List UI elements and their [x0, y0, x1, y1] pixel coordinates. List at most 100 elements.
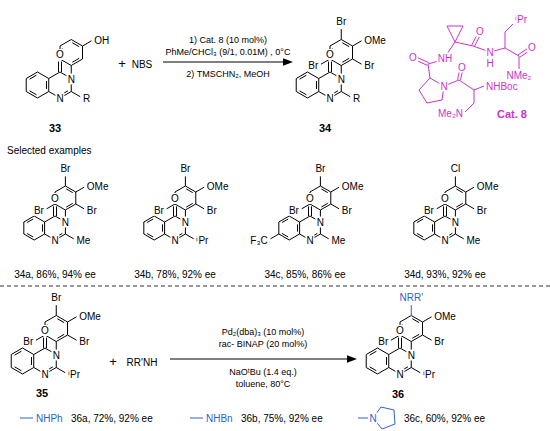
atom-label: N: [407, 349, 416, 360]
catalyst-atom: O: [457, 62, 467, 73]
atom-label: OMe: [433, 310, 457, 321]
catalyst-atom: O: [408, 52, 418, 63]
bond-line: [398, 338, 399, 348]
bond-line: [307, 72, 318, 79]
arrow-head: [283, 58, 293, 65]
bond-line: [154, 216, 164, 222]
bond-line: [278, 222, 279, 234]
atom-label: O: [325, 49, 335, 60]
bond-line: [377, 368, 388, 375]
bond-line: [56, 316, 67, 323]
bond-line: [434, 222, 435, 234]
atom-label: Br: [307, 60, 319, 71]
bond-line: [353, 59, 362, 64]
atom-label: O: [305, 193, 315, 204]
bond-line: [505, 48, 519, 56]
bond-line: [455, 186, 465, 192]
yield-caption: 36b, 75%, 92% ee: [240, 413, 324, 424]
yield-caption: 34b, 78%, 92% ee: [133, 269, 217, 280]
plus-sign: +: [117, 57, 127, 71]
atom-label: OMe: [206, 181, 230, 192]
bond-line: [342, 43, 349, 47]
bond-line: [26, 92, 37, 99]
bond-line: [401, 338, 402, 348]
bond-line: [48, 79, 49, 92]
divider-line: [0, 286, 550, 287]
bond-line: [165, 216, 175, 222]
bond-line: [456, 189, 462, 193]
bond-line: [72, 43, 79, 47]
bond-line: [279, 234, 289, 240]
bond-line: [341, 92, 350, 97]
bond-line: [455, 42, 473, 46]
bond-line: [147, 233, 153, 237]
atom-label: Br: [335, 16, 347, 27]
bond-line: [143, 222, 144, 234]
bond-line: [321, 203, 327, 207]
atom-label: Br: [377, 336, 389, 347]
bond-line: [144, 216, 154, 222]
bond-line: [331, 62, 332, 72]
yield-caption: 36c, 60%, 92% ee: [403, 413, 486, 424]
bond-line: [366, 355, 367, 368]
atom-label: N: [337, 73, 346, 84]
atom-label: OMe: [86, 181, 110, 192]
bond-line: [186, 189, 192, 193]
bond-line: [185, 186, 195, 192]
bond-line: [27, 233, 33, 237]
bond-line: [423, 335, 432, 340]
bond-line: [310, 186, 320, 192]
compound-number: 36: [391, 388, 405, 400]
bond-line: [412, 319, 419, 323]
bond-line: [66, 203, 72, 207]
atom-label: N: [50, 235, 59, 246]
bond-line: [328, 62, 329, 72]
condition-text: 2) TMSCHN₂, MeOH: [185, 70, 270, 80]
bond-line: [318, 79, 319, 92]
bond-line: [61, 62, 62, 72]
bond-line: [31, 357, 32, 365]
bond-line: [474, 90, 475, 103]
bond-line: [27, 219, 33, 223]
bond-line: [414, 216, 424, 222]
bond-line: [320, 234, 328, 239]
reaction-arrow: [163, 61, 286, 62]
bond-line: [411, 368, 420, 373]
bond-line: [186, 203, 192, 207]
compound-number: 33: [48, 122, 62, 134]
bond-line: [83, 41, 92, 46]
yield-caption: 34a, 86%, 94% ee: [13, 269, 97, 280]
bond-line: [34, 234, 44, 240]
catalyst-name: Cat. 8: [496, 108, 528, 120]
bond-line: [472, 35, 477, 45]
bond-line: [455, 204, 465, 210]
bond-line: [366, 368, 377, 375]
reaction-arrow: [170, 358, 350, 359]
atom-label: OH: [93, 34, 110, 45]
bond-line: [30, 75, 37, 79]
bond-line: [173, 206, 174, 216]
amine-group: NHPh: [35, 413, 64, 424]
bond-line: [23, 222, 24, 234]
bond-line: [164, 222, 165, 234]
bond-line: [358, 418, 368, 419]
bond-line: [195, 192, 196, 204]
bond-line: [366, 348, 377, 355]
bond-line: [22, 348, 33, 355]
atom-label: ⁱPr: [422, 368, 436, 379]
bond-line: [411, 305, 412, 315]
bond-line: [71, 92, 80, 97]
atom-label: Me: [75, 234, 91, 245]
bond-line: [300, 75, 307, 79]
bond-line: [455, 176, 456, 186]
bond-line: [455, 234, 463, 239]
atom-label: Br: [423, 204, 435, 215]
bond-line: [176, 206, 177, 216]
bond-line: [24, 234, 34, 240]
bond-line: [319, 72, 330, 79]
bond-line: [68, 317, 77, 322]
bond-line: [300, 91, 307, 95]
bond-line: [331, 204, 339, 209]
bond-line: [341, 29, 342, 39]
